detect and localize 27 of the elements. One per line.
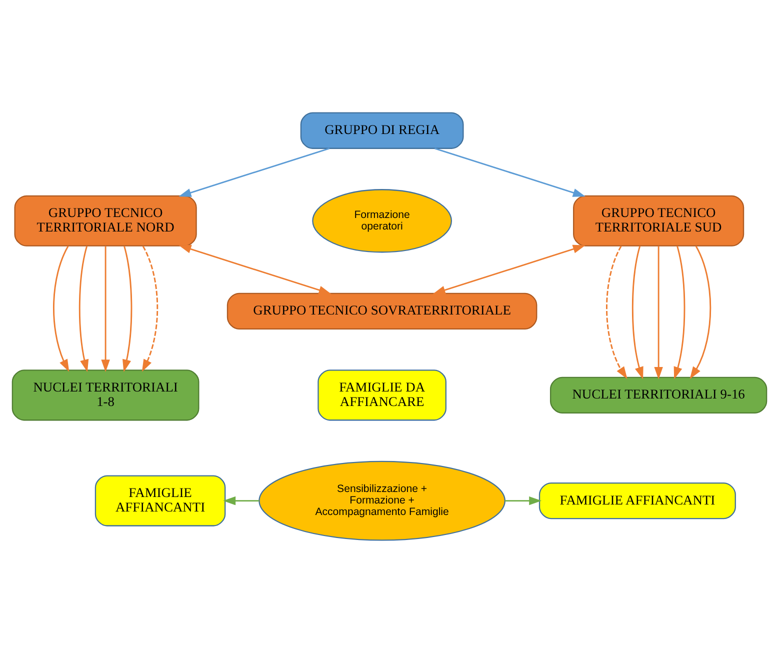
arrow — [632, 246, 644, 380]
arrow — [223, 496, 259, 506]
node-box: GRUPPO TECNICO TERRITORIALE NORD — [14, 195, 197, 246]
node-box: NUCLEI TERRITORIALI 9-16 — [550, 376, 768, 414]
arrow — [674, 246, 686, 380]
arrow — [505, 496, 542, 506]
arrow — [101, 246, 110, 372]
arrow — [122, 246, 132, 372]
arrow — [178, 148, 330, 197]
node-box: GRUPPO TECNICO SOVRATERRITORIALE — [226, 292, 538, 330]
node-box: FAMIGLIE AFFIANCANTI — [94, 475, 226, 526]
arrow — [53, 246, 70, 372]
node-box: GRUPPO DI REGIA — [300, 112, 464, 149]
arrow — [434, 148, 586, 197]
arrow — [432, 244, 586, 294]
arrow — [690, 246, 712, 380]
arrow — [142, 246, 158, 372]
arrow — [178, 244, 332, 294]
node-ellipse: Sensibilizzazione + Formazione + Accompagnamento Famiglie — [258, 460, 506, 541]
node-box: FAMIGLIE DA AFFIANCARE — [318, 370, 446, 421]
node-box: NUCLEI TERRITORIALI 1-8 — [12, 370, 200, 421]
node-box: FAMIGLIE AFFIANCANTI — [538, 482, 736, 520]
arrow — [78, 246, 89, 372]
arrow — [654, 246, 663, 380]
arrow — [606, 246, 628, 380]
node-ellipse: Formazione operatori — [312, 189, 452, 253]
node-box: GRUPPO TECNICO TERRITORIALE SUD — [573, 195, 744, 246]
